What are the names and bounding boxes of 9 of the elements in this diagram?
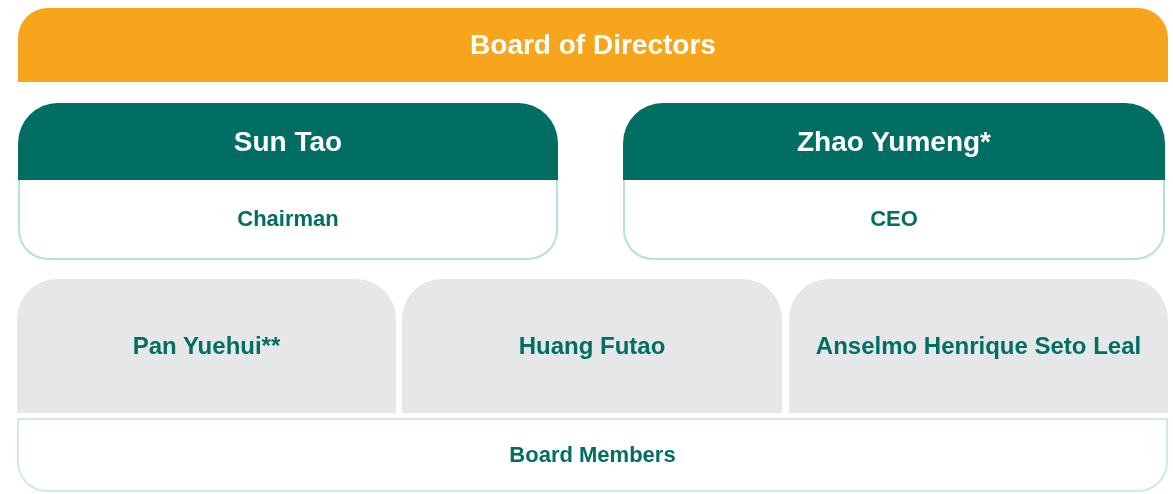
member-name-panel: Anselmo Henrique Seto Leal xyxy=(789,279,1168,413)
member-name-panel: Huang Futao xyxy=(402,279,782,413)
role-label: Chairman xyxy=(18,180,558,260)
group-label-panel: Board Members xyxy=(17,418,1168,492)
role-label: CEO xyxy=(623,180,1165,260)
title-banner: Board of Directors xyxy=(18,8,1168,82)
name-header: Zhao Yumeng* xyxy=(623,103,1165,180)
member-name-panel: Pan Yuehui** xyxy=(17,279,396,413)
name-header: Sun Tao xyxy=(18,103,558,180)
